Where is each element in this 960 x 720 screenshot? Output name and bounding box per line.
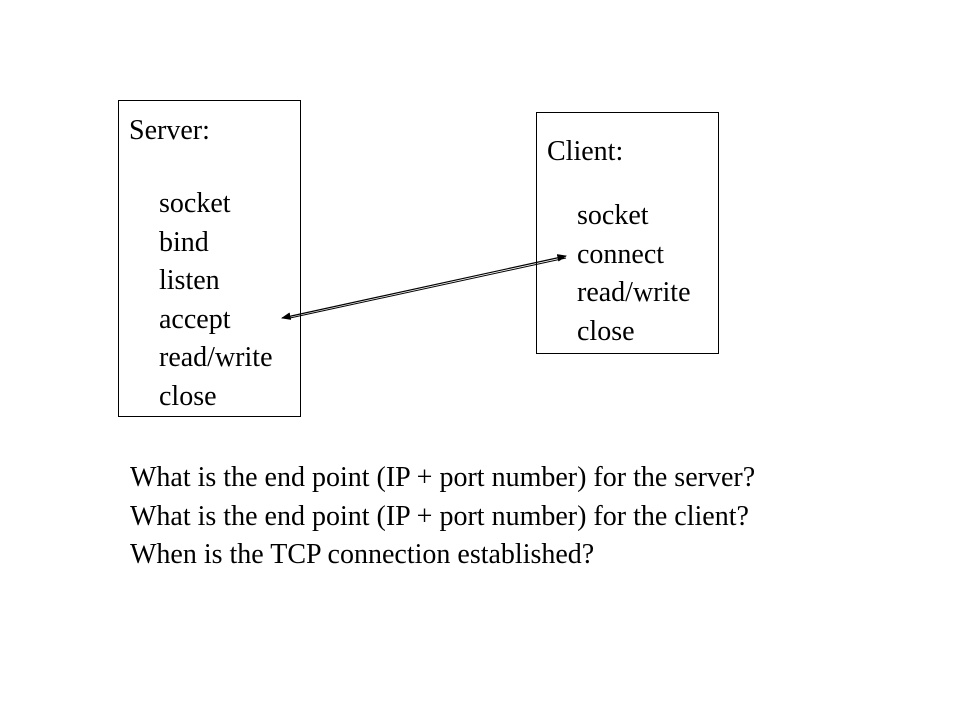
client-steps: socket connect read/write close [577, 197, 691, 351]
client-step-connect: connect [577, 238, 665, 270]
connect-to-accept-arrow-line-2 [289, 257, 567, 319]
server-title: Server: [129, 115, 210, 146]
server-step-socket: socket [159, 188, 231, 219]
server-step-accept: accept [159, 303, 231, 335]
question-client-endpoint: What is the end point (IP + port number)… [130, 500, 749, 532]
client-step-socket: socket [577, 200, 649, 231]
question-server-endpoint: What is the end point (IP + port number)… [130, 462, 756, 493]
client-title: Client: [547, 136, 624, 167]
server-step-listen: listen [159, 265, 220, 296]
connect-to-accept-arrow-line [281, 254, 567, 320]
client-box: Client: socket connect read/write close [536, 112, 719, 354]
server-steps: socket bind listen accept read/write clo… [159, 185, 273, 416]
server-step-close: close [159, 380, 217, 412]
server-box: Server: socket bind listen accept read/w… [118, 100, 301, 417]
question-list: What is the end point (IP + port number)… [130, 459, 755, 575]
client-step-read-write: read/write [577, 277, 691, 308]
server-step-bind: bind [159, 226, 209, 258]
server-step-read-write: read/write [159, 342, 273, 373]
client-step-close: close [577, 315, 635, 347]
question-connection-established: When is the TCP connection established? [130, 539, 595, 570]
